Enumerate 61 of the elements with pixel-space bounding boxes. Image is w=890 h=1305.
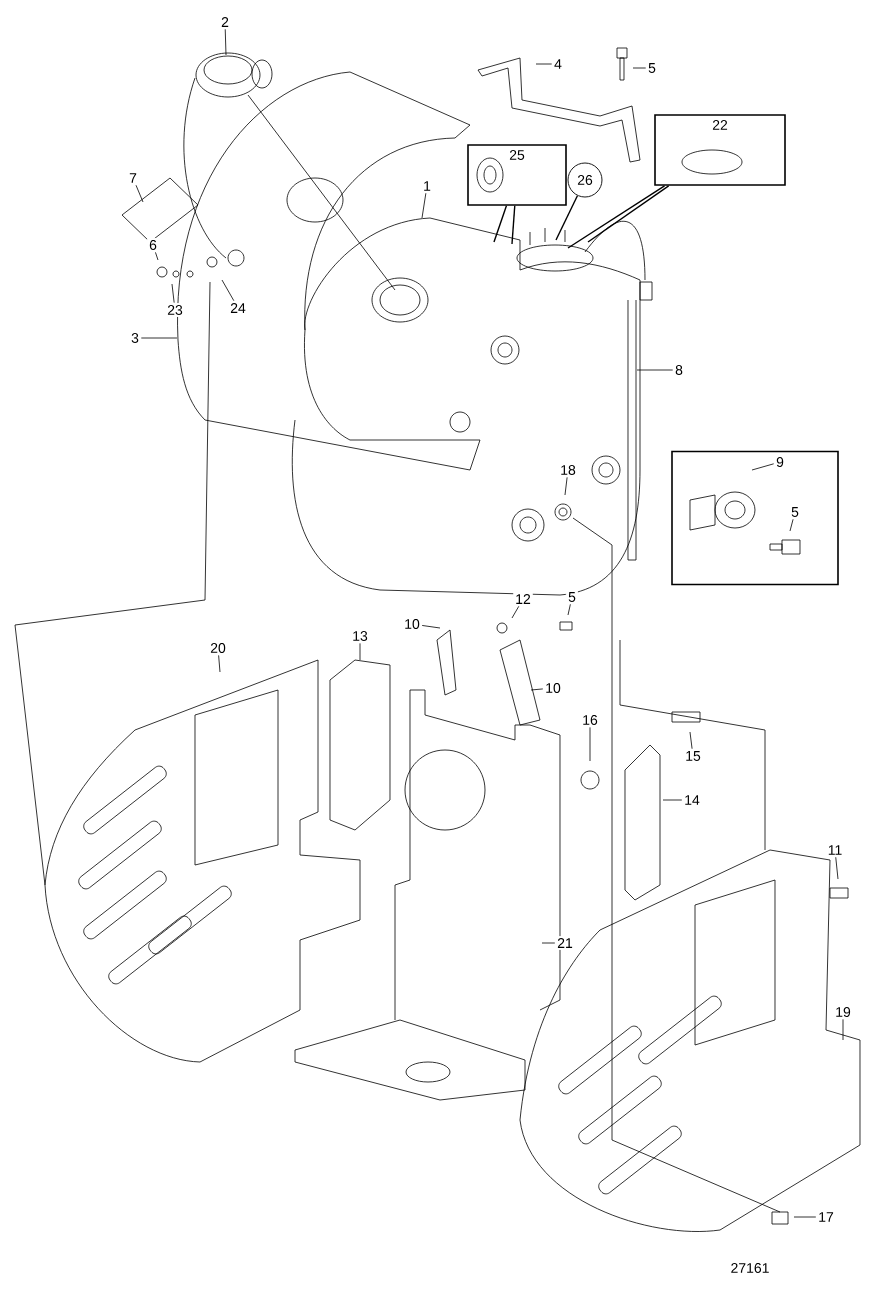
leader-line [793,1216,817,1218]
inset-box: 22 [654,114,786,186]
leader-line [421,192,427,219]
leader-line [224,28,227,56]
leader-line [359,642,361,661]
inset-box [671,450,839,586]
leader-line [662,799,683,801]
callout-number: 2 [219,15,231,29]
inset-box: 25 [467,144,567,206]
callout-number: 15 [683,749,703,763]
leader-line [567,603,571,616]
leader-line [689,731,693,750]
callout-number: 23 [165,303,185,317]
callout-number: 20 [208,641,228,655]
leader-line [511,605,520,619]
leader-line [636,369,674,371]
leader-line [535,63,553,65]
leader-line [221,279,235,302]
leader-line [511,205,516,245]
callout-number: 10 [543,681,563,695]
callout-number: 5 [789,505,801,519]
callout-number: 11 [825,843,845,857]
leader-line [541,942,556,944]
callout-number: 12 [513,592,533,606]
leader-line [530,688,544,691]
leader-line [218,654,221,673]
callout-number: 1 [421,179,433,193]
leader-line [789,518,794,532]
callout-number: 13 [350,629,370,643]
leader-line [835,856,839,880]
callout-number: 10 [402,617,422,631]
leader-line [171,283,175,304]
leader-line [632,67,647,69]
callout-number: 5 [566,590,578,604]
callout-number: 8 [673,363,685,377]
leader-line [587,185,670,243]
leader-line [567,185,666,249]
leader-line [555,195,579,241]
callout-number: 6 [147,238,159,252]
callout-number: 16 [580,713,600,727]
leader-line [751,463,775,471]
leader-line [589,726,591,762]
callout-number: 3 [129,331,141,345]
drawing-number: 27161 [731,1263,769,1273]
callout-number: 14 [682,793,702,807]
leader-line [564,476,568,496]
leader-line [140,337,178,339]
leader-line [135,184,144,203]
callout-number: 21 [555,936,575,950]
leader-line [421,625,441,629]
leader-line [493,205,508,243]
callout-number: 4 [552,57,564,71]
callout-number: 24 [228,301,248,315]
leader-line [155,251,159,261]
callout-number: 9 [774,455,786,469]
callout-number: 5 [646,61,658,75]
callout-number: 19 [833,1005,853,1019]
callout-number: 17 [816,1210,836,1224]
leader-line [842,1018,844,1041]
callout-number: 7 [127,171,139,185]
callout-number: 18 [558,463,578,477]
